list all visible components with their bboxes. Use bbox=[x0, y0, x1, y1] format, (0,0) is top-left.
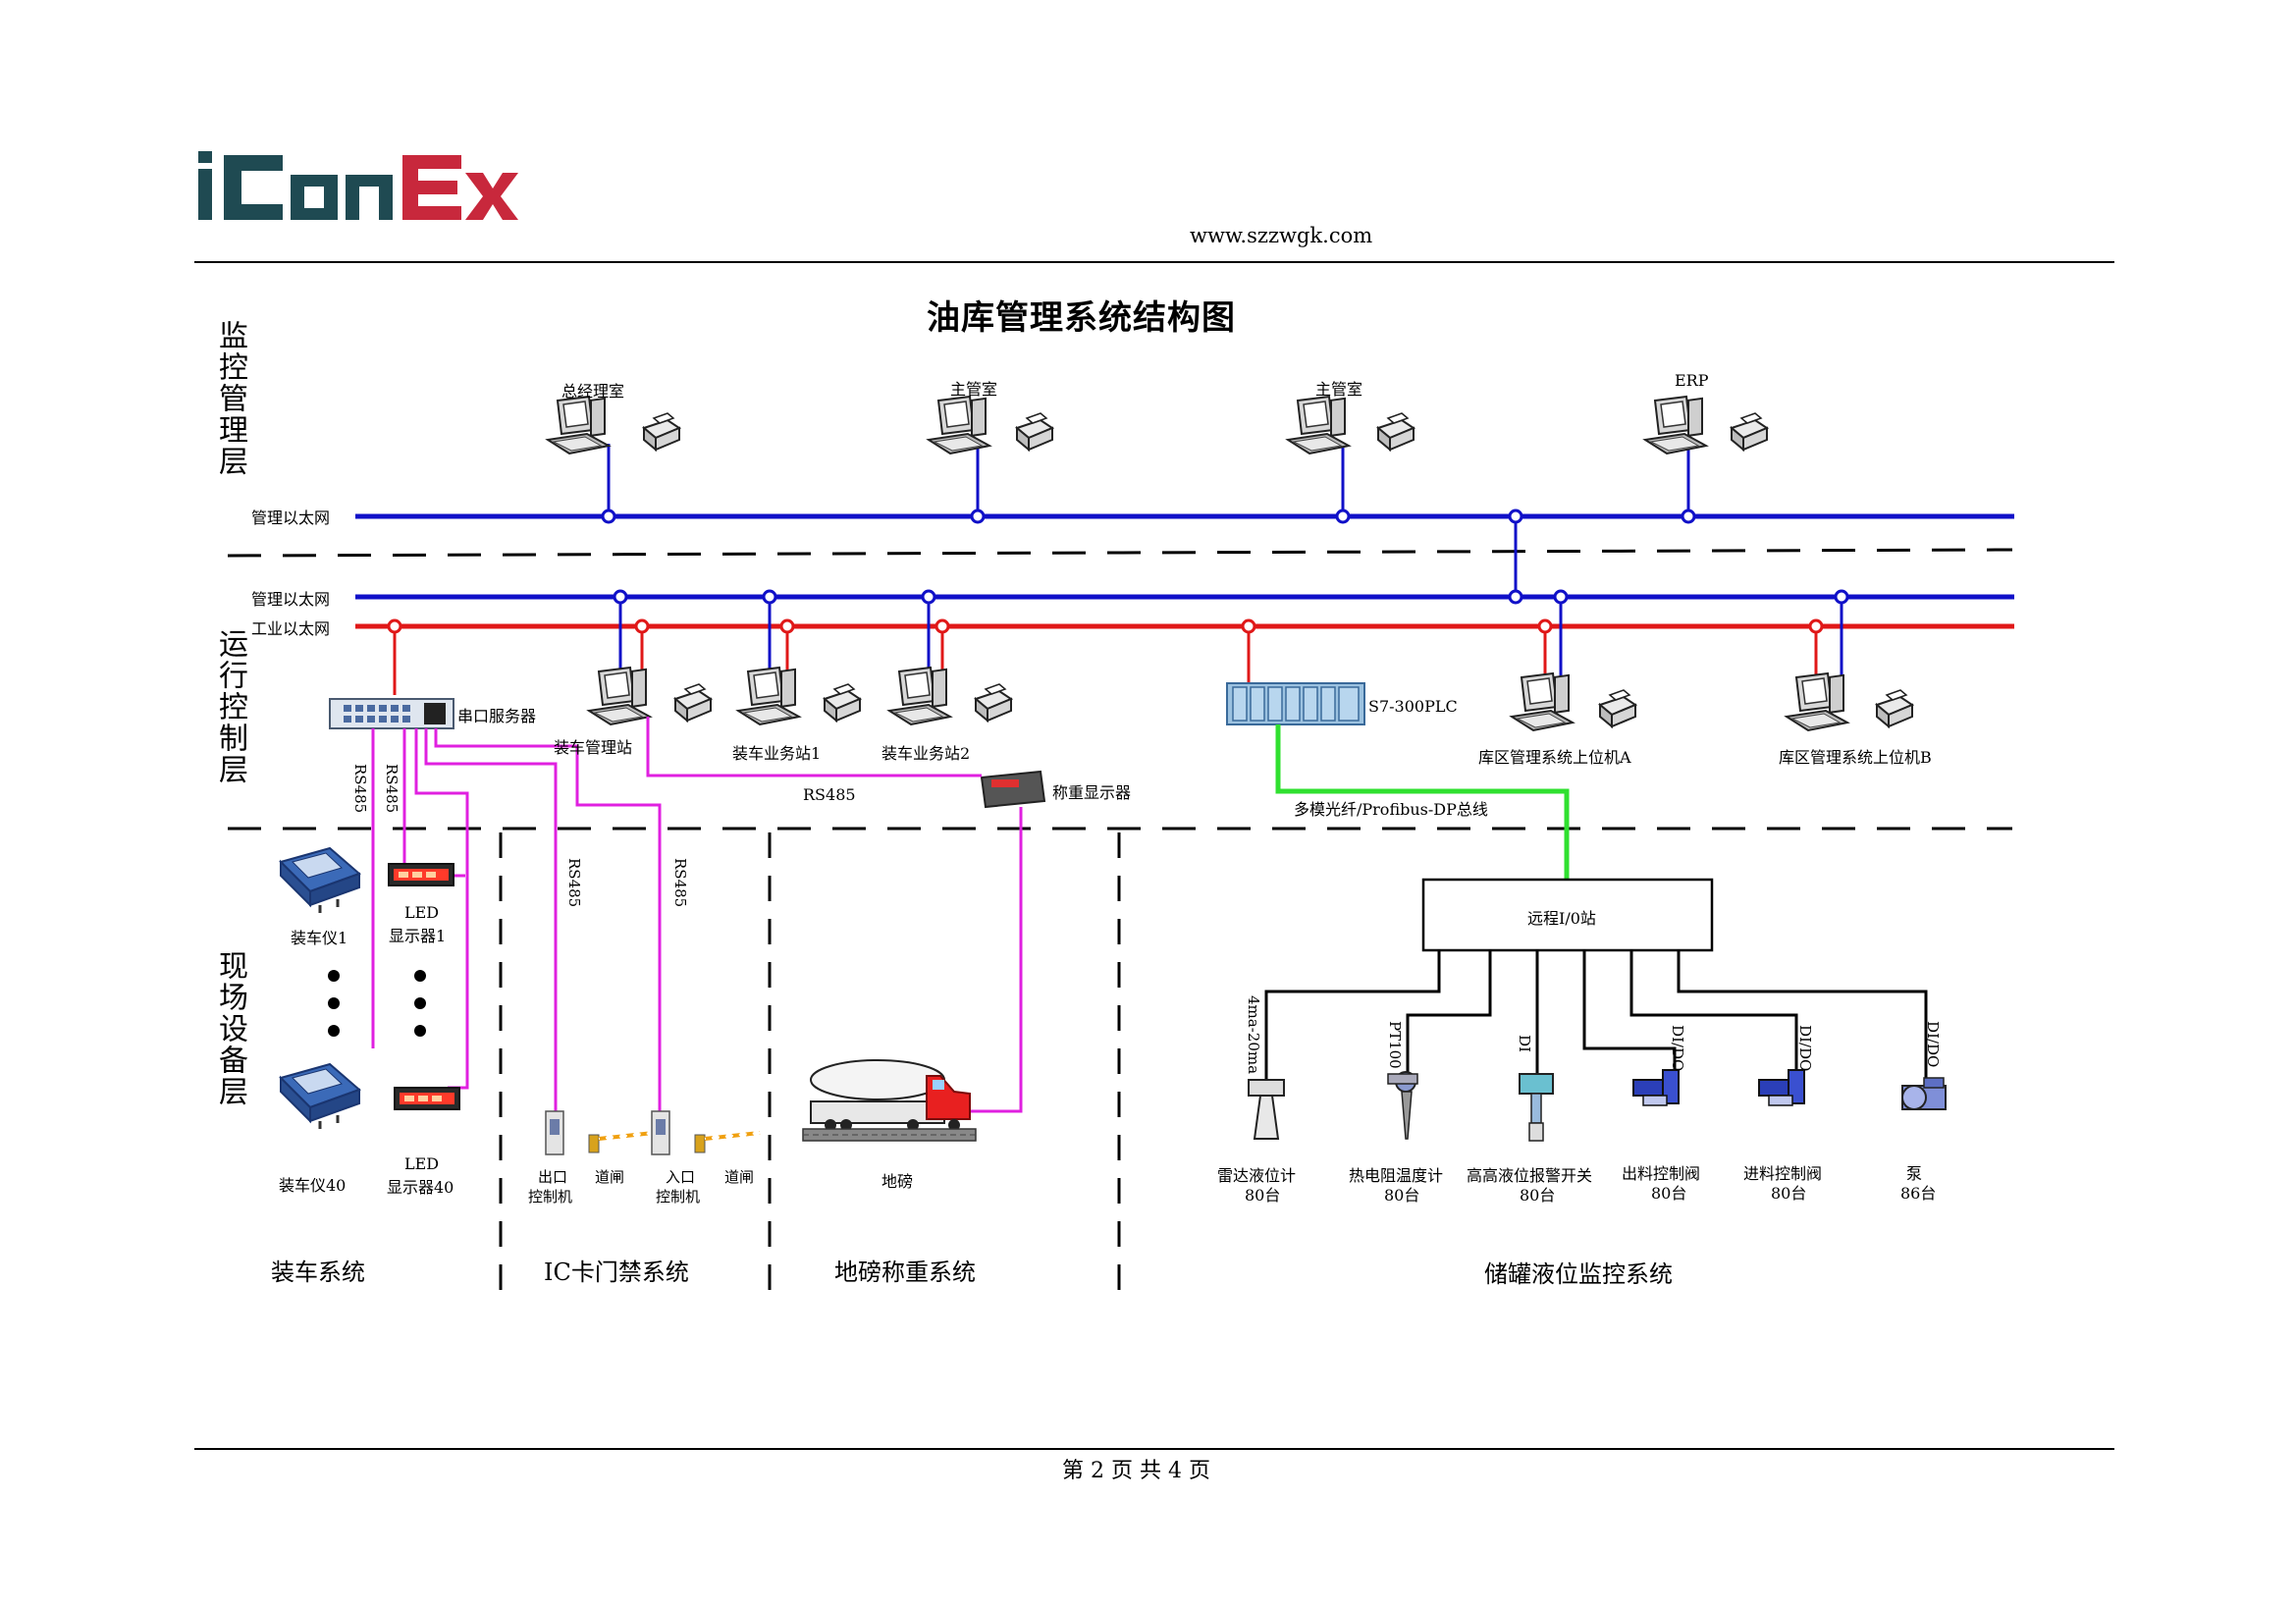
device-name-pump: 泵 bbox=[1906, 1164, 1923, 1183]
radar-level-gauge bbox=[1248, 1079, 1285, 1140]
pc-loading-biz2 bbox=[888, 667, 1012, 725]
device-name-rtd: 热电阻温度计 bbox=[1349, 1166, 1444, 1185]
separator-monitor-control bbox=[227, 548, 2013, 558]
plc-rack bbox=[1226, 682, 1365, 725]
page-number: 第 2 页 共 4 页 bbox=[1062, 1459, 1210, 1483]
gate-1-label: 道闸 bbox=[595, 1168, 625, 1186]
pc-supervisor-1 bbox=[928, 396, 1053, 455]
loading-system-title: 装车系统 bbox=[271, 1259, 365, 1286]
exit-controller-label-bottom: 控制机 bbox=[528, 1188, 573, 1206]
iconex-logo bbox=[196, 145, 520, 228]
serial-server-label: 串口服务器 bbox=[457, 707, 537, 725]
high-level-alarm-switch bbox=[1519, 1073, 1554, 1142]
rtd-thermometer bbox=[1387, 1071, 1418, 1140]
pc-supervisor-2 bbox=[1287, 396, 1415, 455]
pc-general-manager bbox=[547, 396, 680, 455]
device-name-radar: 雷达液位计 bbox=[1217, 1166, 1297, 1185]
layer-label-field: 现场设备层 bbox=[213, 950, 247, 1107]
rs485-label-2: RS485 bbox=[383, 764, 400, 814]
pc-erp bbox=[1644, 396, 1768, 455]
device-name-outlet-valve: 出料控制阀 bbox=[1622, 1164, 1701, 1183]
device-count-rtd: 80台 bbox=[1384, 1186, 1420, 1205]
led-40-label-top: LED bbox=[404, 1154, 440, 1173]
diagram-title: 油库管理系统结构图 bbox=[927, 298, 1236, 338]
website-url: www.szzwgk.com bbox=[1190, 224, 1373, 247]
tank-system-title: 储罐液位监控系统 bbox=[1484, 1260, 1673, 1288]
pump bbox=[1901, 1077, 1947, 1110]
industrial-ethernet-label: 工业以太网 bbox=[251, 619, 331, 638]
device-count-radar: 80台 bbox=[1245, 1186, 1281, 1205]
loader-1 bbox=[279, 846, 361, 915]
signal-label-dido-2: DI/DO bbox=[1796, 1025, 1814, 1072]
rs485-weight-label: RS485 bbox=[803, 785, 856, 804]
device-count-inlet-valve: 80台 bbox=[1771, 1184, 1807, 1203]
station-label-sup2: 主管室 bbox=[1315, 380, 1363, 399]
gate-2-label: 道闸 bbox=[724, 1168, 755, 1186]
exit-controller-label-top: 出口 bbox=[538, 1168, 568, 1186]
led-display-1 bbox=[388, 863, 454, 886]
weight-display-device bbox=[980, 770, 1046, 809]
led-1-label-top: LED bbox=[404, 903, 440, 922]
scale-label: 地磅 bbox=[881, 1172, 914, 1191]
tank-host-b-label: 库区管理系统上位机B bbox=[1779, 748, 1932, 767]
led-1-label-bottom: 显示器1 bbox=[389, 927, 447, 945]
rs485-label-3: RS485 bbox=[565, 858, 583, 908]
layer-label-control: 运行控制层 bbox=[213, 628, 247, 785]
device-name-alarm: 高高液位报警开关 bbox=[1467, 1166, 1593, 1185]
serial-server bbox=[329, 698, 454, 729]
pc-tank-host-a bbox=[1511, 672, 1636, 731]
remote-io-label: 远程I/0站 bbox=[1527, 909, 1596, 928]
ic-system-title: IC卡门禁系统 bbox=[544, 1259, 689, 1286]
rs485-label-4: RS485 bbox=[671, 858, 689, 908]
header-rule bbox=[194, 261, 2114, 263]
entry-controller-label-bottom: 控制机 bbox=[656, 1188, 701, 1206]
signal-label-4-20ma: 4ma-20ma bbox=[1245, 995, 1262, 1075]
device-name-inlet-valve: 进料控制阀 bbox=[1743, 1164, 1823, 1183]
mgmt-ethernet-mid-label: 管理以太网 bbox=[251, 590, 331, 609]
station-label-sup1: 主管室 bbox=[950, 380, 998, 399]
weight-display-label: 称重显示器 bbox=[1052, 783, 1132, 802]
fiber-bus-line bbox=[1275, 724, 1570, 880]
signal-label-pt100: PT100 bbox=[1386, 1021, 1404, 1069]
device-count-pump: 86台 bbox=[1900, 1184, 1937, 1203]
pc-tank-host-b bbox=[1786, 672, 1913, 731]
led-40-label-bottom: 显示器40 bbox=[387, 1178, 454, 1197]
fiber-bus-label: 多模光纤/Profibus-DP总线 bbox=[1294, 800, 1488, 819]
loading-biz1-label: 装车业务站1 bbox=[732, 744, 822, 763]
loader-1-label: 装车仪1 bbox=[291, 929, 348, 947]
loader-40 bbox=[279, 1062, 361, 1131]
tank-host-a-label: 库区管理系统上位机A bbox=[1478, 748, 1631, 767]
station-label-gm: 总经理室 bbox=[561, 382, 625, 401]
device-count-outlet-valve: 80台 bbox=[1651, 1184, 1687, 1203]
outlet-valve bbox=[1632, 1069, 1680, 1106]
entry-controller-label-top: 入口 bbox=[666, 1168, 696, 1186]
inlet-valve bbox=[1758, 1069, 1805, 1106]
signal-label-di: DI bbox=[1516, 1035, 1533, 1052]
rs485-label-1: RS485 bbox=[351, 764, 369, 814]
loading-biz2-label: 装车业务站2 bbox=[881, 744, 971, 763]
layer-label-monitor: 监控管理层 bbox=[213, 320, 247, 477]
station-label-erp: ERP bbox=[1675, 371, 1709, 390]
exit-gate bbox=[544, 1109, 656, 1156]
remote-io-box bbox=[1421, 878, 1714, 952]
led-display-40 bbox=[394, 1087, 460, 1110]
signal-label-dido-3: DI/DO bbox=[1924, 1021, 1942, 1068]
loader-40-label: 装车仪40 bbox=[279, 1176, 347, 1195]
truck-on-scale bbox=[802, 1059, 977, 1142]
entry-gate bbox=[650, 1109, 762, 1156]
device-count-alarm: 80台 bbox=[1520, 1186, 1556, 1205]
pc-loading-mgmt bbox=[588, 667, 712, 725]
weigh-system-title: 地磅称重系统 bbox=[834, 1259, 976, 1286]
mgmt-ethernet-top-label: 管理以太网 bbox=[251, 509, 331, 527]
loading-mgmt-label: 装车管理站 bbox=[554, 738, 633, 757]
signal-label-dido-1: DI/DO bbox=[1669, 1025, 1686, 1072]
plc-label: S7-300PLC bbox=[1368, 697, 1458, 716]
pc-loading-biz1 bbox=[737, 667, 861, 725]
